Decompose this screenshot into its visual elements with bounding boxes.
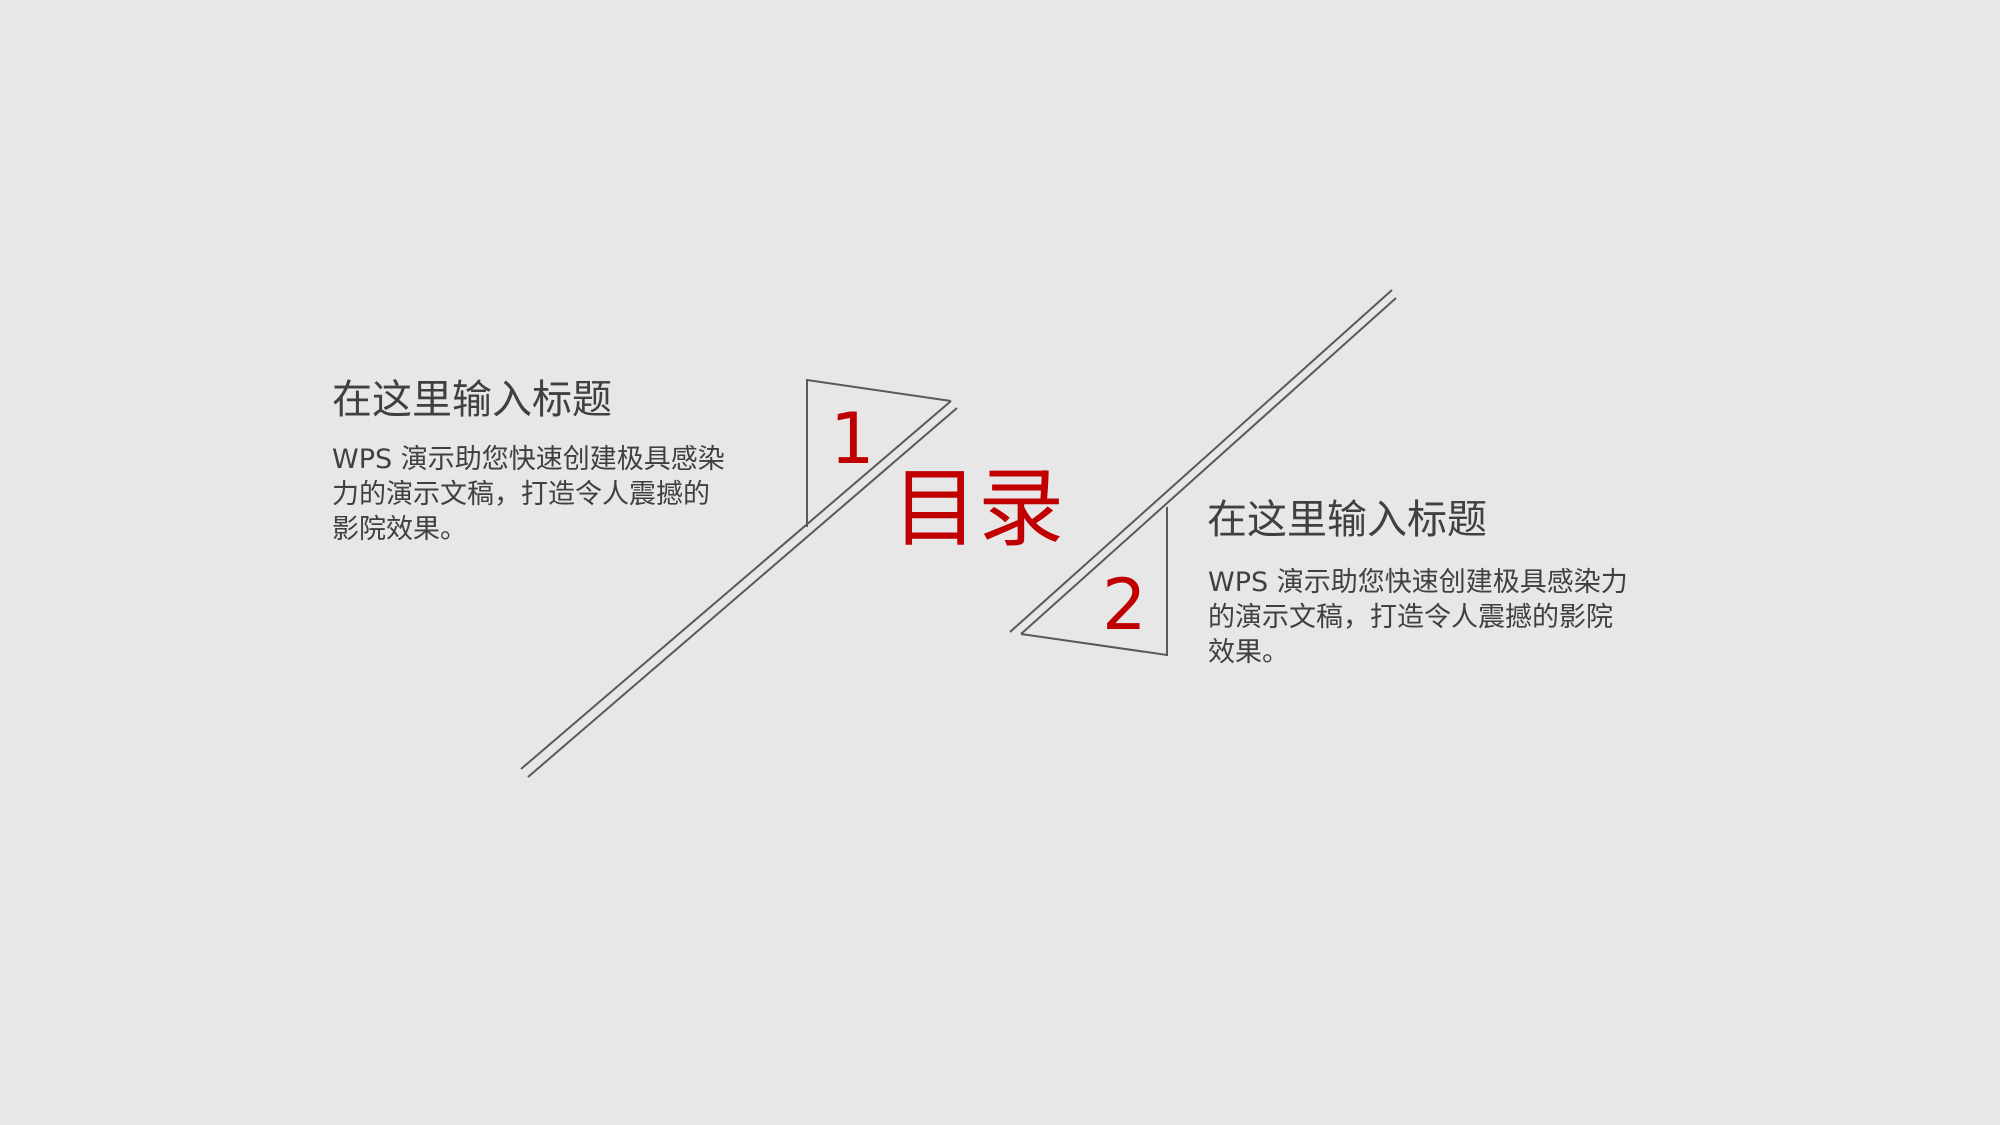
triangle-1 [806, 378, 952, 527]
item-1-body-line-1: WPS 演示助您快速创建极具感染 [332, 444, 725, 475]
diagonal-line-lower-b [527, 407, 958, 778]
item-1-body-line-3: 影院效果。 [332, 514, 467, 545]
item-2-body-line-3: 效果。 [1208, 637, 1289, 668]
item-1-title: 在这里输入标题 [332, 377, 612, 423]
item-1-body-line-2: 力的演示文稿，打造令人震撼的 [332, 479, 710, 510]
page-heading: 目录 [892, 459, 1064, 559]
item-2-body: WPS 演示助您快速创建极具感染力 的演示文稿，打造令人震撼的影院 效果。 [1208, 565, 1628, 670]
item-1-body: WPS 演示助您快速创建极具感染 力的演示文稿，打造令人震撼的 影院效果。 [332, 442, 725, 547]
diagonal-line-upper-b [1020, 297, 1397, 635]
item-2-number: 2 [1102, 564, 1147, 646]
item-1-number: 1 [830, 398, 875, 480]
triangle-2 [1020, 507, 1168, 657]
item-2-body-line-1: WPS 演示助您快速创建极具感染力 [1208, 567, 1628, 598]
item-2-title: 在这里输入标题 [1207, 497, 1487, 543]
item-2-body-line-2: 的演示文稿，打造令人震撼的影院 [1208, 602, 1613, 633]
diagonal-line-lower-a [520, 400, 952, 770]
diagonal-line-upper-a [1009, 289, 1393, 633]
